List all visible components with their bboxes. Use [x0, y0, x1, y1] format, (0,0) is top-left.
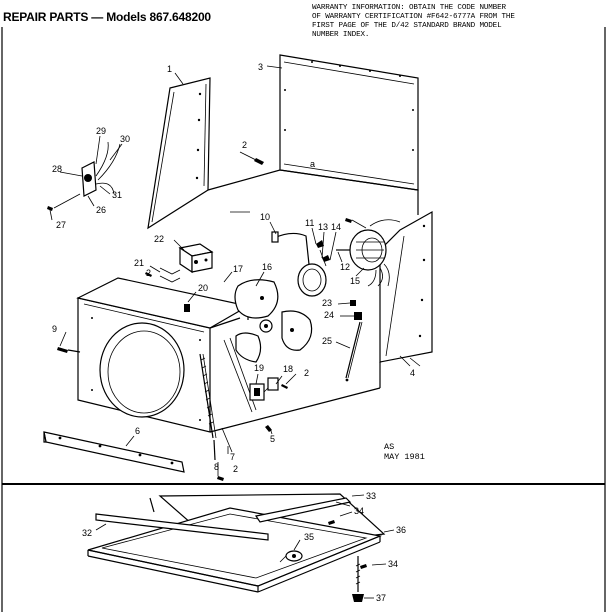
callout-25: 25: [322, 336, 332, 346]
callout-leaders: [49, 135, 411, 599]
callout-34b: 34: [388, 559, 398, 569]
callout-5: 5: [270, 434, 275, 444]
part-26-31-control-assembly: [47, 141, 121, 211]
date-stamp: AS MAY 1981: [384, 442, 425, 462]
warranty-line-2: OF WARRANTY CERTIFICATION #F642-6777A FR…: [312, 13, 515, 21]
callout-31: 31: [112, 190, 122, 200]
callout-36: 36: [396, 525, 406, 535]
callout-32: 32: [82, 528, 92, 538]
callout-13: 13: [318, 222, 328, 232]
stamp-line-2: MAY 1981: [384, 452, 425, 462]
main-cabinet: [76, 277, 381, 433]
callout-15: 15: [350, 276, 360, 286]
callout-11: 11: [305, 218, 314, 228]
callout-29: 29: [96, 126, 106, 136]
callout-10: 10: [260, 212, 270, 222]
callout-34: 34: [354, 506, 364, 516]
callout-19: 19: [254, 363, 264, 373]
callout-20: 20: [198, 283, 208, 293]
callout-2b: 2: [146, 268, 151, 278]
callout-8: 8: [214, 462, 219, 472]
motor-mount-bracket: [297, 240, 330, 297]
part-16-fan-blade: [234, 279, 313, 363]
part-4-right-side-panel: [379, 210, 433, 367]
callout-30: 30: [120, 134, 130, 144]
part-20-clip: [184, 304, 190, 312]
part-15-motor: [336, 218, 401, 287]
callout-33: 33: [366, 491, 376, 501]
callout-18: 18: [283, 364, 293, 374]
callout-37: 37: [376, 593, 386, 603]
callout-24: 24: [324, 310, 334, 320]
callout-35: 35: [304, 532, 314, 542]
callout-9: 9: [52, 324, 57, 334]
svg-text:a: a: [310, 159, 315, 169]
warranty-line-1: WARRANTY INFORMATION: OBTAIN THE CODE NU…: [312, 4, 506, 12]
callout-1: 1: [167, 64, 172, 74]
callout-2d: 2: [233, 464, 238, 474]
callout-22: 22: [154, 234, 164, 244]
part-18-19-capacitor: [249, 377, 279, 401]
callout-26: 26: [96, 205, 106, 215]
callout-3: 3: [258, 62, 263, 72]
warranty-line-3: FIRST PAGE OF THE D/42 STANDARD BRAND MO…: [312, 22, 502, 30]
callout-16: 16: [262, 262, 272, 272]
callout-17: 17: [233, 264, 243, 274]
base-pan: [207, 169, 419, 215]
screw-fasteners: [57, 158, 288, 481]
callout-4: 4: [410, 368, 415, 378]
part-6-mounting-rail: [43, 431, 185, 473]
warranty-information: WARRANTY INFORMATION: OBTAIN THE CODE NU…: [312, 4, 608, 40]
stamp-line-1: AS: [384, 442, 395, 452]
callout-2c: 2: [304, 368, 309, 378]
part-7-leader: [221, 427, 233, 453]
callout-23: 23: [322, 298, 332, 308]
callout-28: 28: [52, 164, 62, 174]
warranty-line-4: NUMBER INDEX.: [312, 31, 370, 39]
callout-14: 14: [331, 222, 341, 232]
drain-pan-assembly: [87, 493, 386, 602]
callout-6: 6: [135, 426, 140, 436]
part-1-side-panel: [147, 72, 211, 230]
page-title: REPAIR PARTS — Models 867.648200: [3, 10, 211, 24]
callout-2: 2: [242, 140, 247, 150]
part-21-22-switch: [159, 243, 214, 283]
callout-labels: 1 2 2 2 2 3 4 5 6 7 8 9 10 11 12 13 14 1…: [52, 62, 415, 603]
spring-rod: [199, 337, 257, 439]
part-8-bolt: [213, 439, 216, 461]
callout-12: 12: [340, 262, 350, 272]
callout-7: 7: [230, 452, 235, 462]
part-23-24-25-hardware: [345, 300, 363, 382]
callout-21: 21: [134, 258, 144, 268]
callout-27: 27: [56, 220, 66, 230]
part-3-back-panel: a: [266, 54, 419, 191]
